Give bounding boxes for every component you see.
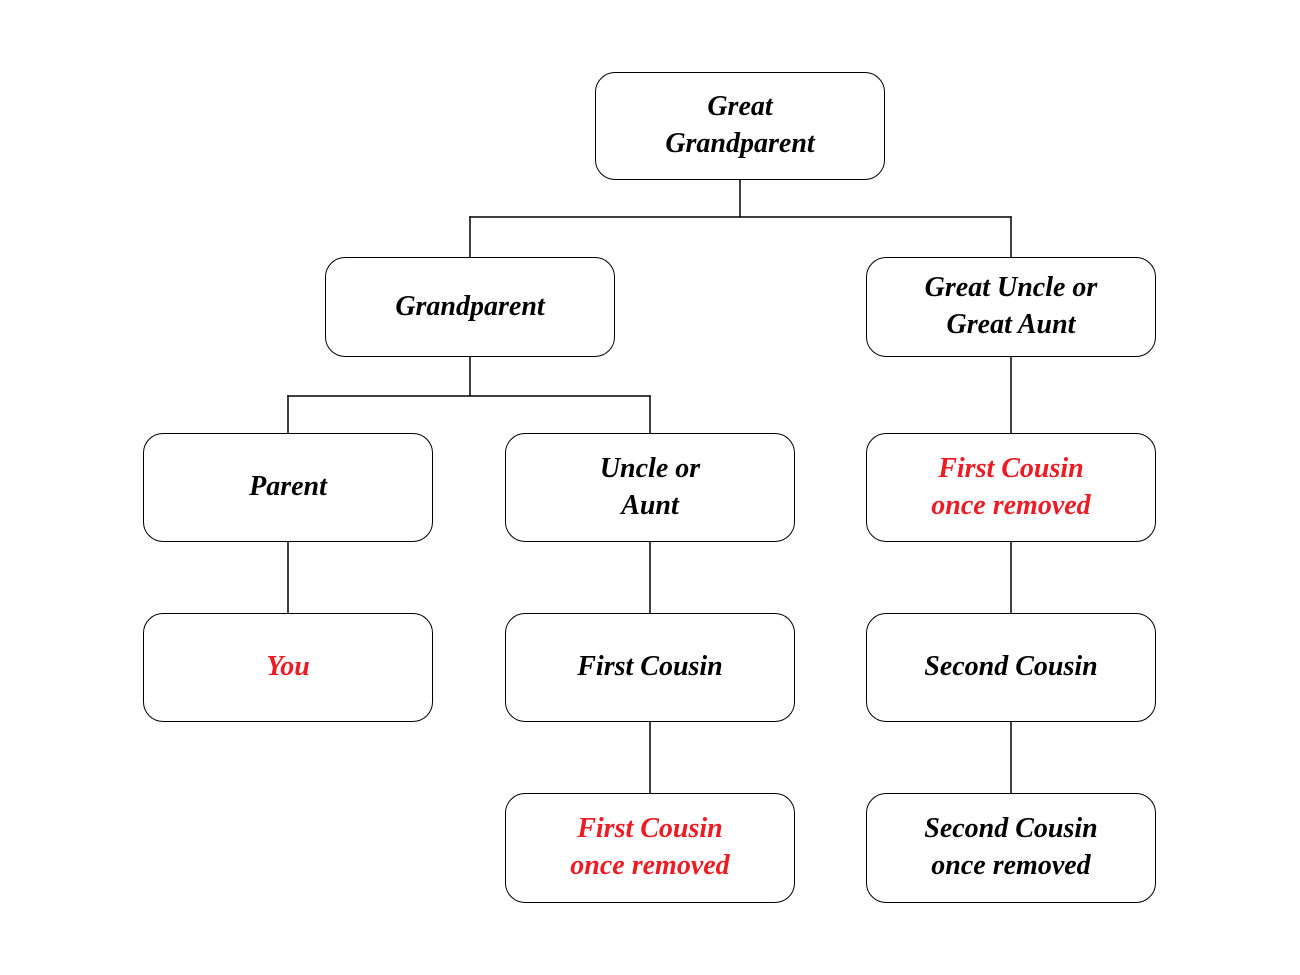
node-second-cousin-once-removed-label: Second Cousin once removed (924, 813, 1098, 881)
node-you: You (143, 613, 433, 722)
node-first-cousin-label: First Cousin (577, 651, 723, 683)
node-second-cousin: Second Cousin (866, 613, 1156, 722)
node-parent: Parent (143, 433, 433, 542)
node-first-cousin-once-removed-lower: First Cousin once removed (505, 793, 795, 903)
node-parent-label: Parent (249, 471, 327, 503)
node-first-cousin-once-removed-upper-label: First Cousin once removed (931, 452, 1091, 521)
node-great-grandparent-label: Great Grandparent (665, 91, 815, 159)
node-uncle-or-aunt-label: Uncle or Aunt (599, 452, 701, 521)
node-you-label: You (266, 651, 310, 683)
node-grandparent-label: Grandparent (395, 290, 545, 322)
node-first-cousin: First Cousin (505, 613, 795, 722)
node-great-uncle-or-great-aunt: Great Uncle or Great Aunt (866, 257, 1156, 357)
node-great-uncle-or-great-aunt-label: Great Uncle or Great Aunt (924, 272, 1098, 340)
node-second-cousin-once-removed: Second Cousin once removed (866, 793, 1156, 903)
node-great-grandparent: Great Grandparent (595, 72, 885, 180)
node-first-cousin-once-removed-upper: First Cousin once removed (866, 433, 1156, 542)
node-uncle-or-aunt: Uncle or Aunt (505, 433, 795, 542)
node-grandparent: Grandparent (325, 257, 615, 357)
node-first-cousin-once-removed-lower-label: First Cousin once removed (570, 813, 730, 881)
node-second-cousin-label: Second Cousin (924, 651, 1098, 683)
